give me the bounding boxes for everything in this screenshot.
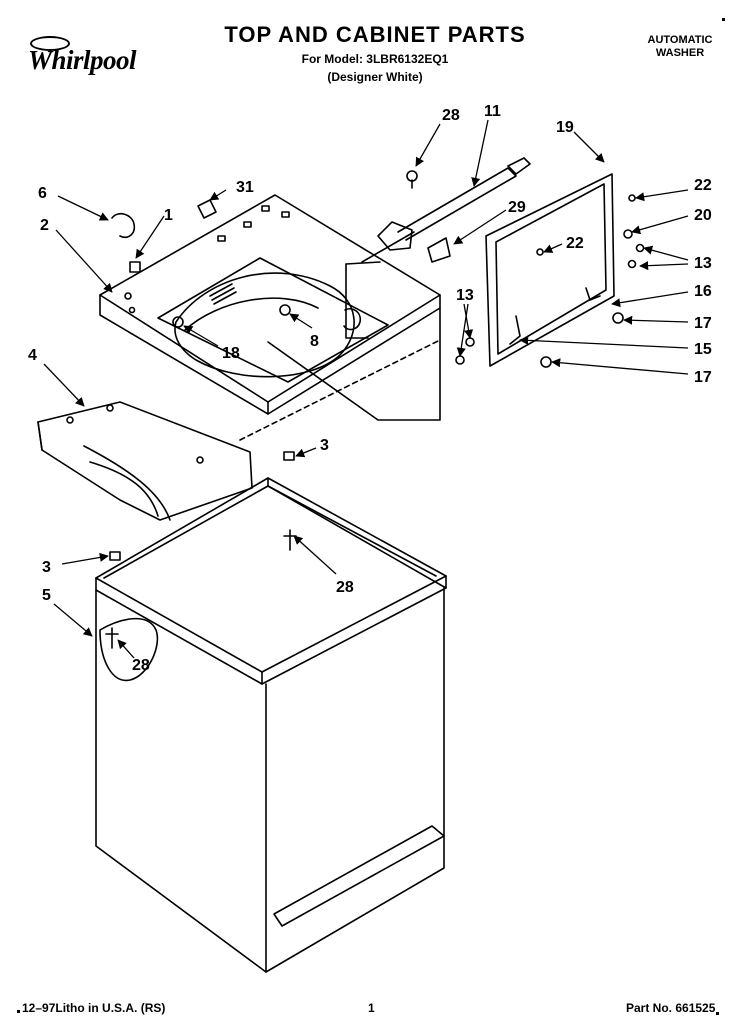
page-number: 1 bbox=[368, 1001, 375, 1015]
callout-18: 18 bbox=[222, 345, 240, 362]
whirlpool-logo: Whirlpool bbox=[28, 36, 152, 75]
part-number: Part No. 661525 bbox=[626, 1001, 716, 1015]
hardware-parts bbox=[111, 170, 451, 273]
callout-labels: 28 11 19 6 31 1 29 22 22 20 2 13 16 13 1… bbox=[28, 103, 712, 674]
callout-28: 28 bbox=[442, 107, 460, 124]
page-title: TOP AND CABINET PARTS bbox=[224, 22, 526, 47]
callout-3: 3 bbox=[42, 559, 51, 576]
product-line-1: AUTOMATIC bbox=[647, 34, 713, 46]
callout-20: 20 bbox=[694, 207, 712, 224]
rear-panel bbox=[37, 401, 253, 521]
print-info: 12–97Litho in U.S.A. (RS) bbox=[22, 1001, 166, 1015]
color-line: (Designer White) bbox=[327, 70, 423, 84]
callout-6: 6 bbox=[38, 185, 47, 202]
model-line: For Model: 3LBR6132EQ1 bbox=[301, 52, 449, 66]
callout-31: 31 bbox=[236, 179, 254, 196]
product-line-2: WASHER bbox=[655, 47, 705, 59]
callout-2: 2 bbox=[40, 217, 49, 234]
footer-mark-right bbox=[716, 1012, 719, 1015]
top-panel bbox=[99, 194, 441, 415]
lid bbox=[455, 173, 645, 368]
callout-29: 29 bbox=[508, 199, 526, 216]
cabinet bbox=[95, 451, 447, 973]
callout-16: 16 bbox=[694, 283, 712, 300]
callout-28: 28 bbox=[336, 579, 354, 596]
callout-8: 8 bbox=[310, 333, 319, 350]
callout-15: 15 bbox=[694, 341, 712, 358]
product-type: AUTOMATIC WASHER bbox=[620, 34, 740, 60]
leader-lines bbox=[43, 119, 689, 659]
callout-3: 3 bbox=[320, 437, 329, 454]
callout-17: 17 bbox=[694, 369, 712, 386]
callout-19: 19 bbox=[556, 119, 574, 136]
callout-22: 22 bbox=[694, 177, 712, 194]
brand-name: Whirlpool bbox=[28, 45, 137, 75]
callout-13: 13 bbox=[694, 255, 712, 272]
corner-mark bbox=[722, 18, 725, 21]
callout-28: 28 bbox=[132, 657, 150, 674]
callout-11: 11 bbox=[484, 103, 501, 120]
model-info: For Model: 3LBR6132EQ1 (Designer White) bbox=[240, 50, 510, 86]
callout-5: 5 bbox=[42, 587, 51, 604]
callout-1: 1 bbox=[164, 207, 173, 224]
lid-switch-assembly bbox=[345, 157, 531, 339]
logo-oval bbox=[30, 36, 70, 51]
callout-17: 17 bbox=[694, 315, 712, 332]
callout-22: 22 bbox=[566, 235, 584, 252]
callout-4: 4 bbox=[28, 347, 37, 364]
callout-13: 13 bbox=[456, 287, 474, 304]
footer-mark bbox=[17, 1010, 20, 1013]
